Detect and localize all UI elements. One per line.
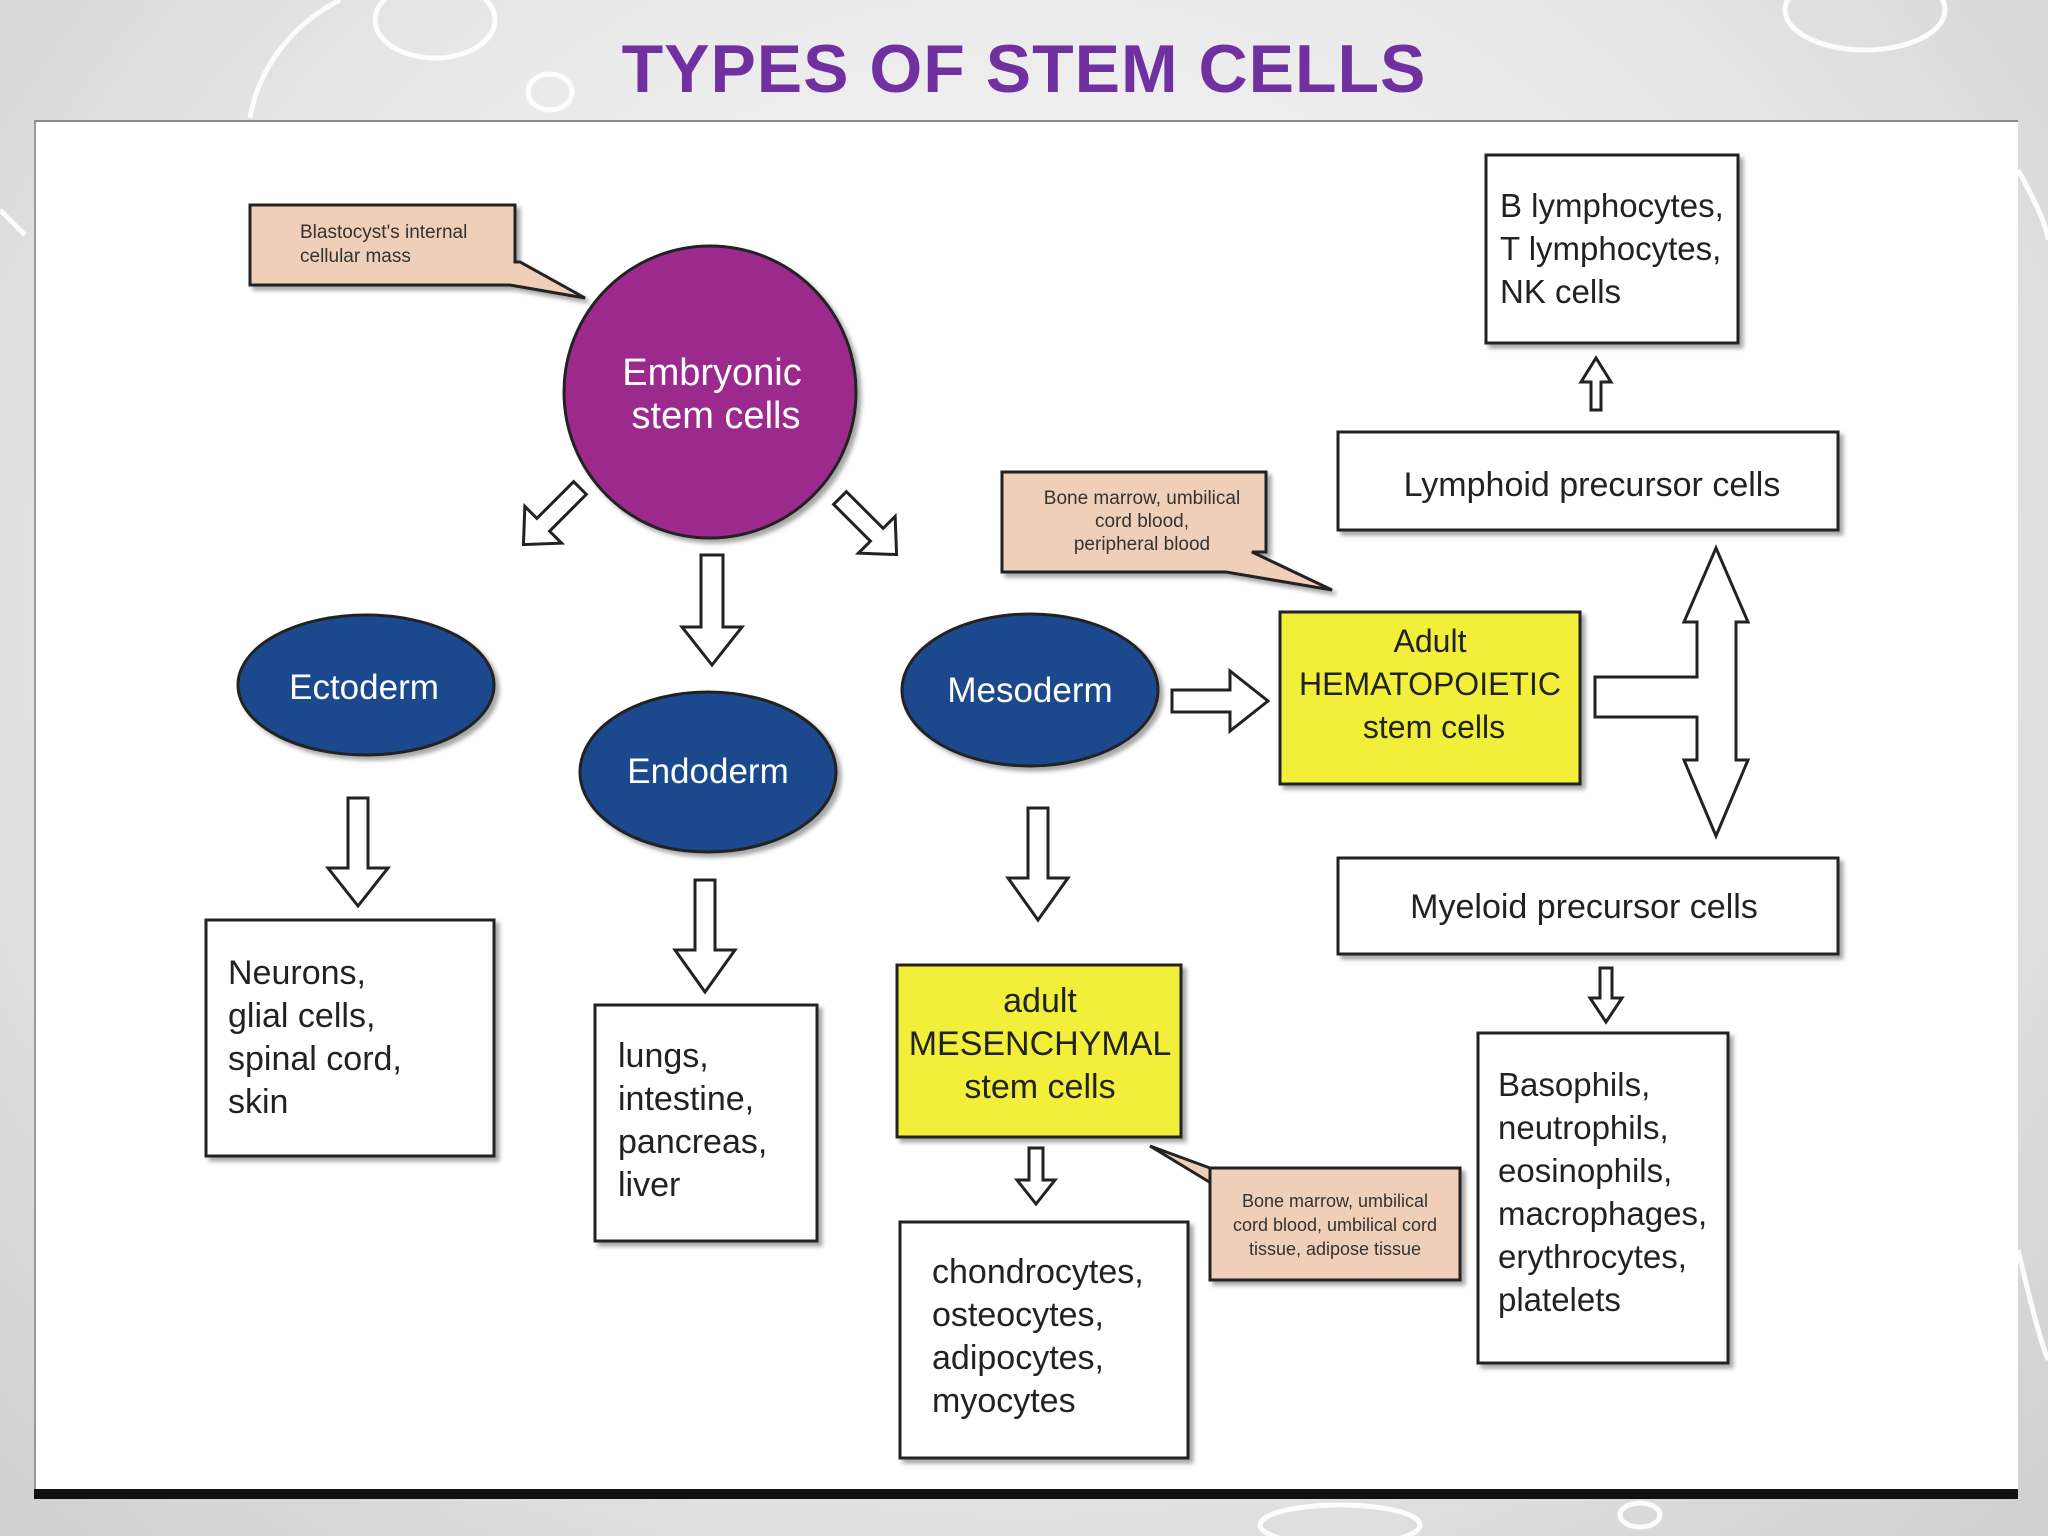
embryonic-stem-cells-node: Embryonic stem cells: [562, 244, 858, 540]
lymphoid-precursor-box: Lymphoid precursor cells: [1336, 430, 1840, 532]
endoderm-outcome-box: lungs, intestine, pancreas, liver: [593, 1003, 819, 1243]
mesenchymal-label-line-2: MESENCHYMAL: [909, 1025, 1172, 1063]
callout-hematopoietic-line-3: peripheral blood: [1074, 534, 1210, 555]
callout-hematopoietic-line-1: Bone marrow, umbilical: [1044, 488, 1240, 509]
drop-decoration: [372, 0, 498, 61]
arrow-mesoderm-down: [1005, 806, 1071, 923]
mesenchymal-outcome-line-1: chondrocytes,: [932, 1253, 1144, 1291]
drop-decoration: [247, 0, 342, 119]
hematopoietic-label-line-1: Adult: [1394, 623, 1467, 659]
embryonic-label-line-1: Embryonic: [622, 352, 802, 394]
ectoderm-label: Ectoderm: [289, 668, 439, 707]
mesoderm-label: Mesoderm: [947, 671, 1112, 710]
lymphoid-outcome-box: B lymphocytes, T lymphocytes, NK cells: [1484, 153, 1740, 345]
drop-decoration: [525, 71, 575, 113]
myeloid-precursor-label: Myeloid precursor cells: [1410, 888, 1758, 926]
myeloid-outcome-box: Basophils, neutrophils, eosinophils, mac…: [1476, 1031, 1730, 1365]
endoderm-outcome-line-3: pancreas,: [618, 1123, 767, 1161]
callout-hematopoietic-line-2: cord blood,: [1095, 511, 1189, 532]
arrow-to-lymphocytes: [1578, 355, 1614, 412]
drop-decoration: [1617, 1500, 1663, 1530]
myeloid-outcome-line-3: eosinophils,: [1498, 1152, 1672, 1189]
arrow-to-myeloid-outcome: [1587, 966, 1625, 1025]
callout-mesenchymal-line-2: cord blood, umbilical cord: [1233, 1215, 1437, 1235]
arrow-to-ectoderm: [521, 479, 589, 547]
lymphoid-outcome-line-1: B lymphocytes,: [1500, 187, 1724, 224]
myeloid-outcome-line-1: Basophils,: [1498, 1066, 1650, 1103]
callout-mesenchymal-line-1: Bone marrow, umbilical: [1242, 1191, 1428, 1211]
myeloid-outcome-line-4: macrophages,: [1498, 1195, 1707, 1232]
branch-double-arrow: [1593, 544, 1751, 840]
myeloid-outcome-line-5: erythrocytes,: [1498, 1238, 1687, 1275]
endoderm-outcome-line-2: intestine,: [618, 1080, 754, 1118]
adult-mesenchymal-node: adult MESENCHYMAL stem cells: [895, 963, 1183, 1139]
callout-blastocyst-line-2: cellular mass: [300, 246, 411, 267]
arrow-ectoderm-down: [324, 796, 392, 909]
drop-decoration: [0, 208, 27, 237]
arrow-to-endoderm: [678, 553, 746, 668]
bottom-bar: [34, 1489, 2018, 1499]
myeloid-precursor-box: Myeloid precursor cells: [1336, 856, 1840, 956]
lymphoid-precursor-label: Lymphoid precursor cells: [1404, 466, 1781, 504]
mesenchymal-outcome-box: chondrocytes, osteocytes, adipocytes, my…: [898, 1220, 1190, 1460]
callout-mesenchymal-source: Bone marrow, umbilical cord blood, umbil…: [1149, 1144, 1462, 1282]
adult-hematopoietic-node: Adult HEMATOPOIETIC stem cells: [1278, 610, 1582, 786]
ectoderm-outcome-line-3: spinal cord,: [228, 1040, 402, 1078]
endoderm-label: Endoderm: [627, 752, 788, 791]
slide-title: TYPES OF STEM CELLS: [621, 31, 1427, 107]
endoderm-outcome-line-1: lungs,: [618, 1037, 709, 1075]
callout-hematopoietic-source: Bone marrow, umbilical cord blood, perip…: [1000, 470, 1333, 592]
myeloid-outcome-line-2: neutrophils,: [1498, 1109, 1669, 1146]
ectoderm-outcome-line-2: glial cells,: [228, 997, 375, 1035]
mesenchymal-label-line-3: stem cells: [964, 1068, 1115, 1106]
hematopoietic-label-line-2: HEMATOPOIETIC: [1299, 666, 1561, 702]
arrow-mesoderm-right: [1170, 667, 1271, 735]
mesenchymal-outcome-line-4: myocytes: [932, 1382, 1076, 1420]
endoderm-outcome-line-4: liver: [618, 1166, 680, 1204]
endoderm-node: Endoderm: [578, 690, 838, 854]
hematopoietic-label-line-3: stem cells: [1363, 709, 1505, 745]
arrow-mesenchymal-down: [1013, 1146, 1059, 1207]
mesenchymal-label-line-1: adult: [1003, 982, 1077, 1020]
mesoderm-node: Mesoderm: [900, 612, 1160, 768]
embryonic-label-line-2: stem cells: [632, 395, 801, 437]
arrow-endoderm-down: [672, 878, 738, 995]
ectoderm-outcome-line-4: skin: [228, 1083, 288, 1121]
lymphoid-outcome-line-3: NK cells: [1500, 273, 1621, 310]
lymphoid-outcome-line-2: T lymphocytes,: [1500, 230, 1721, 267]
ectoderm-outcome-line-1: Neurons,: [228, 954, 366, 992]
arrow-to-mesoderm: [831, 489, 899, 557]
myeloid-outcome-line-6: platelets: [1498, 1281, 1621, 1318]
callout-blastocyst: Blastocyst's internal cellular mass: [248, 203, 586, 300]
mesenchymal-outcome-line-2: osteocytes,: [932, 1296, 1104, 1334]
ectoderm-node: Ectoderm: [236, 613, 496, 757]
mesenchymal-outcome-line-3: adipocytes,: [932, 1339, 1104, 1377]
drop-decoration: [2015, 1249, 2048, 1361]
callout-mesenchymal-line-3: tissue, adipose tissue: [1249, 1239, 1421, 1259]
callout-blastocyst-line-1: Blastocyst's internal: [300, 222, 467, 243]
drop-decoration: [1257, 1502, 1423, 1536]
drop-decoration: [1782, 0, 1948, 53]
ectoderm-outcome-box: Neurons, glial cells, spinal cord, skin: [204, 918, 496, 1158]
